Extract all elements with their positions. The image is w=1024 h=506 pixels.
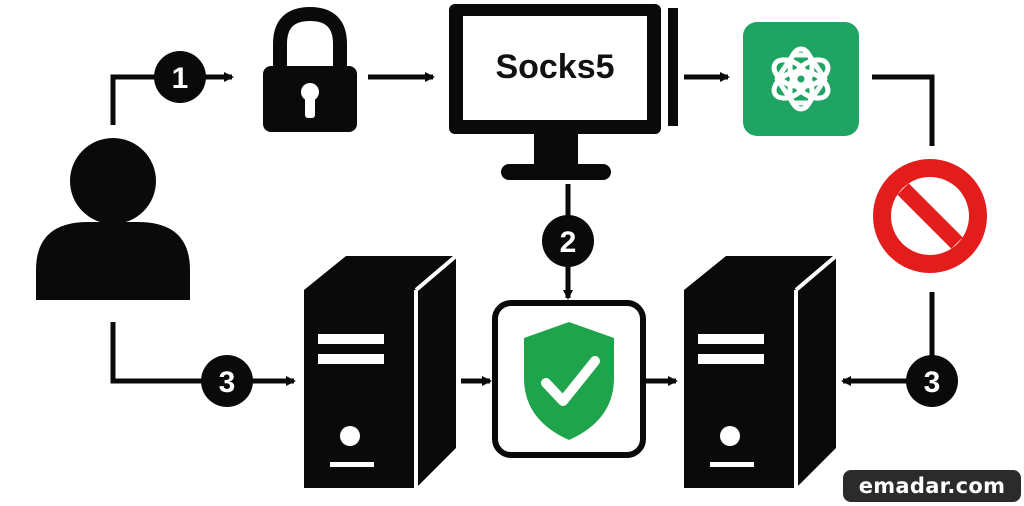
padlock-icon — [263, 6, 357, 132]
svg-text:2: 2 — [560, 226, 577, 259]
monitor-label: Socks5 — [495, 48, 614, 86]
step-badge-3-right: 3 — [906, 355, 958, 407]
user-icon — [36, 138, 190, 300]
watermark-text: emadar.com — [858, 474, 1006, 498]
server-tower-icon-left — [304, 254, 458, 488]
monitor-icon: Socks5 — [449, 4, 678, 180]
shield-check-icon — [492, 300, 646, 458]
openai-logo-icon — [743, 22, 859, 136]
flow-line-ai-to-block — [872, 74, 935, 146]
svg-text:3: 3 — [219, 366, 236, 399]
step-badge-3-left: 3 — [201, 355, 253, 407]
no-entry-icon — [873, 159, 987, 273]
step-badge-2: 2 — [542, 215, 594, 267]
server-tower-icon-right — [684, 254, 838, 488]
svg-text:1: 1 — [172, 62, 189, 95]
step-badge-1: 1 — [154, 51, 206, 103]
watermark-badge: emadar.com — [843, 470, 1021, 502]
svg-text:3: 3 — [924, 366, 941, 399]
